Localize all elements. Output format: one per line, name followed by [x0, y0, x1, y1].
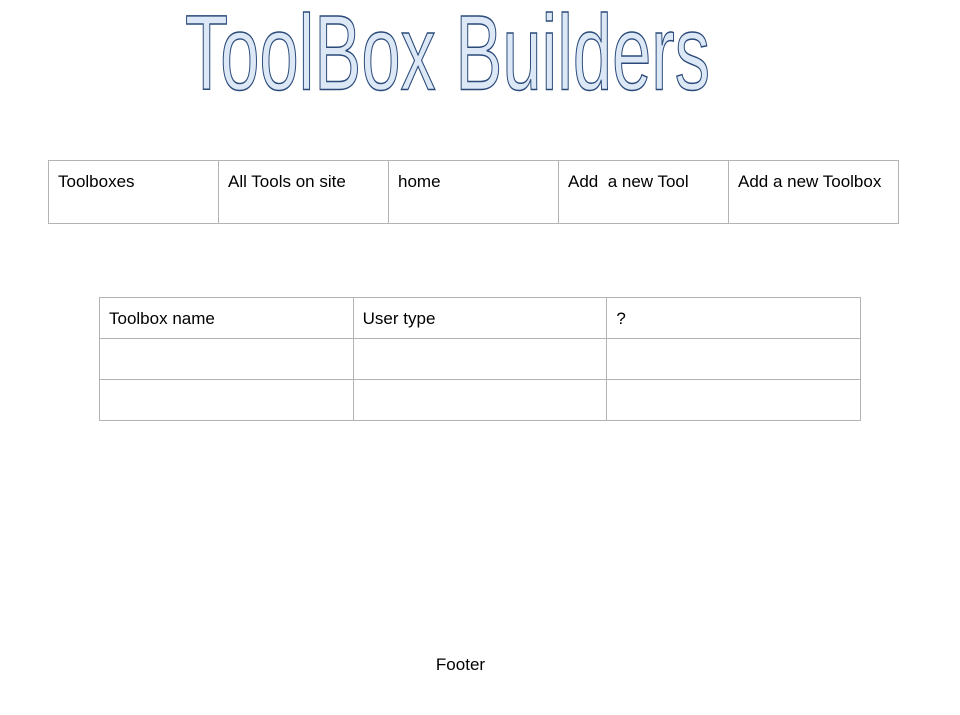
page-title: ToolBox Builders [180, 6, 715, 106]
table-cell [99, 338, 354, 380]
table-row [99, 338, 861, 380]
nav-menu: Toolboxes All Tools on site home Add a n… [48, 160, 899, 224]
column-header-toolbox-name: Toolbox name [99, 297, 354, 339]
nav-item-all-tools[interactable]: All Tools on site [218, 160, 389, 224]
table-cell [99, 379, 354, 421]
nav-item-add-toolbox[interactable]: Add a new Toolbox [728, 160, 899, 224]
table-row [99, 379, 861, 421]
table-cell [606, 338, 861, 380]
table-cell [606, 379, 861, 421]
table-cell [352, 379, 608, 421]
nav-row: Toolboxes All Tools on site home Add a n… [48, 160, 899, 224]
nav-item-home[interactable]: home [388, 160, 559, 224]
nav-item-toolboxes[interactable]: Toolboxes [48, 160, 219, 224]
wordart-title: ToolBox Builders [184, 6, 711, 106]
column-header-unknown: ? [606, 297, 861, 339]
table-cell [352, 338, 608, 380]
column-header-user-type: User type [352, 297, 608, 339]
toolbox-table: Toolbox name User type ? [99, 297, 861, 421]
title-text: ToolBox Builders [185, 6, 710, 106]
table-header-row: Toolbox name User type ? [99, 297, 861, 339]
footer: Footer [435, 655, 486, 674]
nav-item-add-tool[interactable]: Add a new Tool [558, 160, 729, 224]
